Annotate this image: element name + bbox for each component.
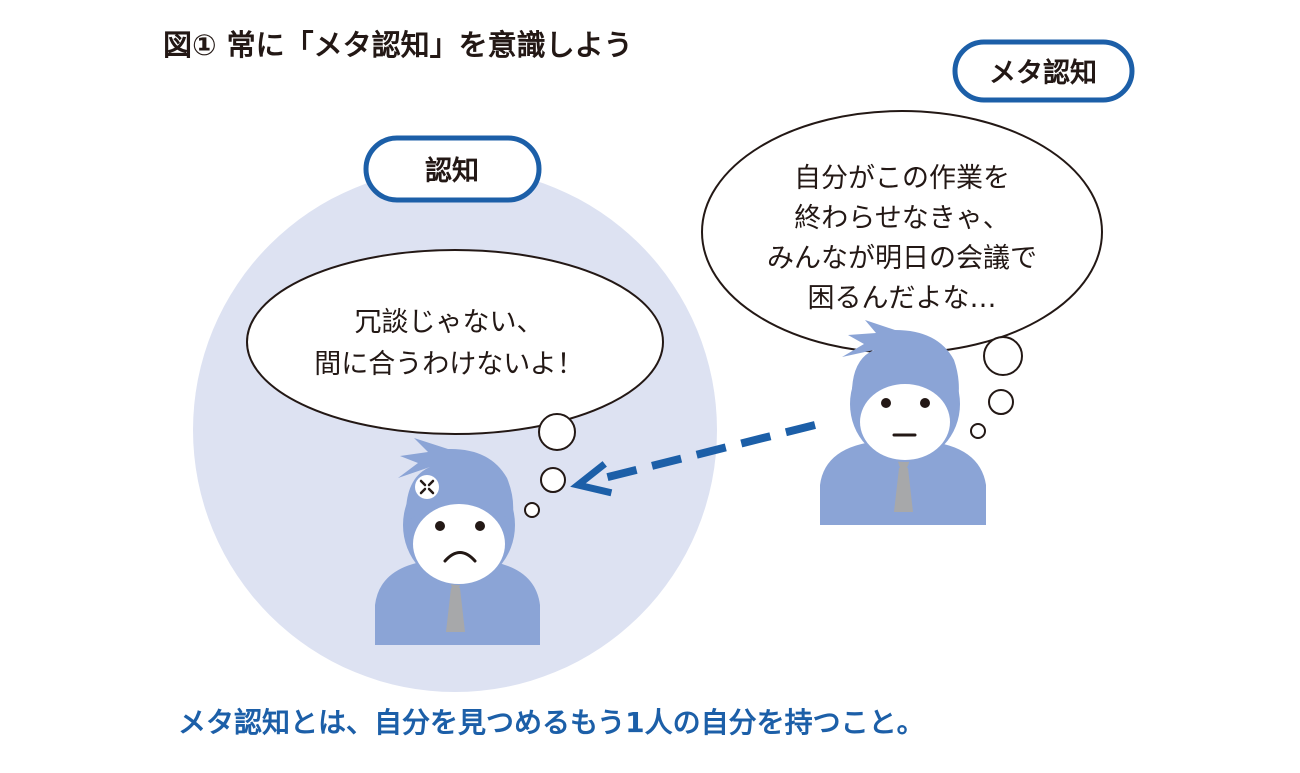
cognition-bubble-line-1: 冗談じゃない、 xyxy=(355,307,544,338)
metacognition-bubble-line-2: 終わらせなきゃ、 xyxy=(794,203,1009,234)
metacognition-bubble-dot-medium xyxy=(988,389,1014,415)
calm-person-left-eye xyxy=(881,398,891,408)
cognition-label: 認知 xyxy=(363,135,542,203)
angry-person-face xyxy=(413,504,505,584)
cognition-bubble-dot-medium xyxy=(540,467,566,493)
metacognition-bubble-line-4: 困るんだよな… xyxy=(808,283,997,314)
angry-person-hair xyxy=(398,438,514,521)
calm-person-tie xyxy=(894,468,913,512)
observation-arrow xyxy=(570,421,816,497)
metacognition-bubble-dot-large xyxy=(983,336,1023,376)
observation-arrow-line xyxy=(599,421,816,483)
metacognition-label-text: メタ認知 xyxy=(989,57,1097,89)
calm-person-face xyxy=(860,384,950,460)
calm-person-right-eye xyxy=(920,398,930,408)
cognition-bubble-dot-large xyxy=(538,413,576,451)
cognition-label-pill xyxy=(363,135,542,203)
angry-person-right-eye xyxy=(475,521,485,531)
cognition-bubble-dot-small xyxy=(524,502,540,518)
cognition-bubble-cloud xyxy=(246,249,664,435)
angry-person-tie xyxy=(446,588,465,632)
anger-mark-icon xyxy=(415,475,439,499)
metacognition-label: メタ認知 xyxy=(952,39,1135,103)
metacognition-label-pill xyxy=(952,39,1135,103)
angry-person-frown xyxy=(443,551,477,563)
metacognition-bubble-line-3: みんなが明日の会議で xyxy=(767,243,1037,274)
cognition-thought-bubble: 冗談じゃない、 間に合うわけないよ！ xyxy=(246,249,664,518)
angry-person-icon xyxy=(375,438,540,645)
metacognition-bubble-dot-small xyxy=(970,423,986,439)
figure-title: 図① 常に「メタ認知」を意識しよう xyxy=(163,28,633,62)
arrowhead-icon xyxy=(570,461,613,497)
angry-person-left-eye xyxy=(435,521,445,531)
calm-person-icon xyxy=(820,320,986,525)
metacognition-thought-bubble: 自分がこの作業を 終わらせなきゃ、 みんなが明日の会議で 困るんだよな… xyxy=(701,110,1103,439)
figure-caption: メタ認知とは、自分を見つめるもう1人の自分を持つこと。 xyxy=(178,706,925,739)
calm-person-hair xyxy=(842,320,959,401)
cognition-bubble-line-2: 間に合うわけないよ！ xyxy=(314,349,583,380)
metacognition-bubble-line-1: 自分がこの作業を xyxy=(794,163,1010,194)
cognition-label-text: 認知 xyxy=(425,155,479,187)
